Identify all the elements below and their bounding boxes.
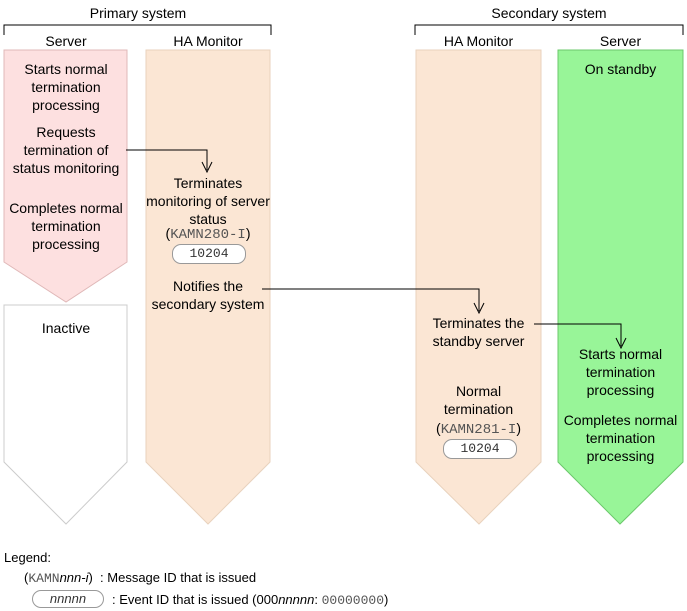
legend-event-row: : Event ID that is issued (000nnnnn: 000… [112,592,388,609]
legend-event-desc-var: nnnnn [278,592,315,607]
primary-bracket [3,24,272,35]
column-secondary-server: Server [599,33,642,49]
primary-server-inactive-lane [3,304,128,525]
secondary-system-header: Secondary system [491,5,607,21]
legend-message-desc: : Message ID that is issued [100,570,257,585]
arrow-terminate-standby [534,323,622,346]
arrowhead-1 [201,161,213,174]
primary-server-step-complete: Completes normal termination processing [9,200,123,252]
secondary-server-step-complete: Completes normal termination processing [563,412,678,464]
legend-message-row: (KAMNnnn-i) : Message ID that is issued [24,570,257,586]
primary-server-active-lane [3,49,128,303]
arrow-request-termination [126,149,208,170]
secondary-ha-step-terminate-standby: Terminates the standby server [432,315,525,349]
secondary-ha-message-id: (KAMN281-I) [436,420,521,438]
message-id-kamn280: KAMN280-I [170,227,246,243]
legend-event-desc-a: : Event ID that is issued (000 [112,592,279,607]
primary-ha-message-id: (KAMN280-I) [165,225,251,243]
secondary-server-standby: On standby [584,61,657,77]
legend-event-desc-c: ) [384,592,389,607]
legend-message-prefix: KAMN [28,571,60,586]
primary-server-step-start: Starts normal termination processing [24,61,108,113]
column-primary-ha-monitor: HA Monitor [173,33,243,49]
arrowhead-2 [473,302,485,315]
primary-system-header: Primary system [89,5,187,21]
secondary-ha-event-id: 10204 [443,439,517,459]
primary-server-inactive: Inactive [41,320,91,336]
primary-server-step-request: Requests termination of status monitorin… [12,124,120,176]
legend-event-pill: nnnnn [32,590,104,608]
column-primary-server: Server [45,33,87,49]
legend-event-desc-mono: 00000000 [321,593,385,608]
legend-event-desc-b: : [314,592,322,607]
message-id-kamn281: KAMN281-I [440,422,517,438]
secondary-server-lane [557,49,684,525]
secondary-bracket [414,24,684,35]
column-secondary-ha-monitor: HA Monitor [443,33,514,49]
primary-ha-event-id: 10204 [172,244,246,264]
primary-ha-step-terminate-monitoring: Terminates monitoring of server status [146,175,270,227]
legend-title: Legend: [4,550,51,565]
legend-message-var: nnn-i [59,570,89,585]
secondary-ha-step-normal-termination: Normal termination [443,383,514,417]
arrow-notify-secondary [262,288,480,311]
secondary-ha-lane [415,49,542,525]
arrowhead-3 [615,337,627,350]
primary-ha-lane [145,49,271,525]
secondary-server-step-start: Starts normal termination processing [578,346,663,398]
primary-ha-step-notify: Notifies the secondary system [151,278,265,312]
